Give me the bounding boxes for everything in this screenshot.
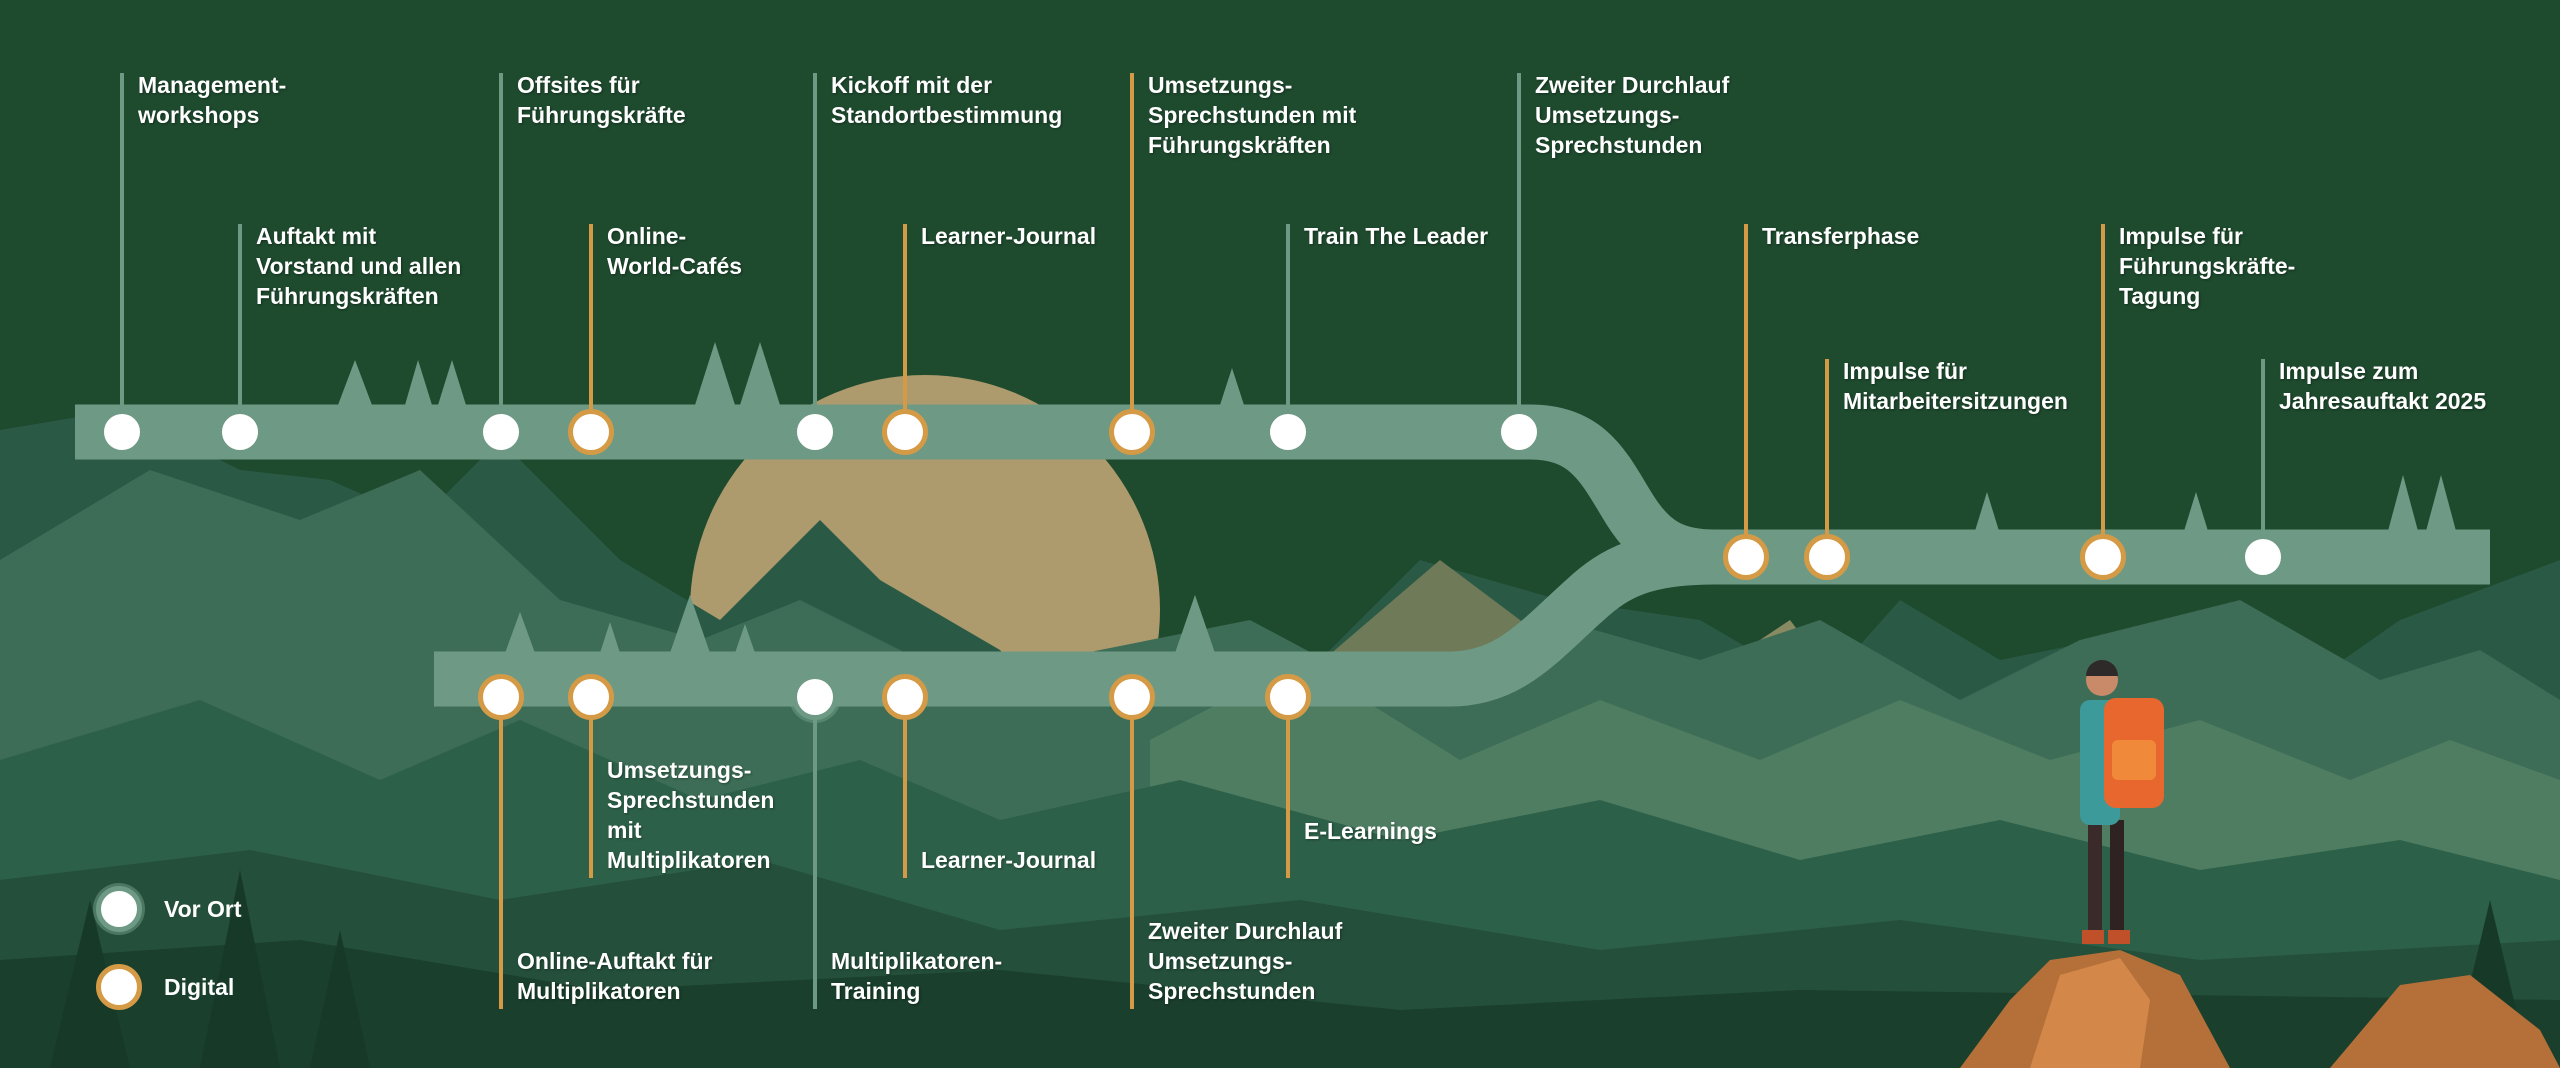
connector-line: [903, 224, 907, 418]
on-site-node[interactable]: [217, 409, 263, 455]
event-label: Zweiter Durchlauf Umsetzungs- Sprechstun…: [1535, 72, 1730, 158]
event-label: Train The Leader: [1304, 223, 1489, 249]
connector-line: [120, 73, 124, 418]
digital-node[interactable]: [1804, 534, 1850, 580]
event-label: Management- workshops: [138, 72, 287, 128]
connector-line: [589, 224, 593, 418]
legend-digital: Digital: [96, 964, 234, 1010]
connector-line: [903, 697, 907, 878]
connector-line: [2101, 224, 2105, 543]
event-label: Umsetzungs- Sprechstunden mit Führungskr…: [1148, 72, 1357, 158]
on-site-node[interactable]: [792, 674, 838, 720]
event-label: Auftakt mit Vorstand und allen Führungsk…: [256, 223, 462, 309]
event-label: Multiplikatoren- Training: [831, 948, 1003, 1004]
connector-line: [813, 73, 817, 418]
event-label: Umsetzungs- Sprechstunden mit Multiplika…: [607, 757, 775, 873]
event-label: Impulse für Mitarbeitersitzungen: [1843, 358, 2068, 414]
digital-node[interactable]: [1109, 409, 1155, 455]
event-label: Offsites für Führungskräfte: [517, 72, 686, 128]
legend-label-on-site: Vor Ort: [164, 895, 242, 922]
hiker-illustration: [1960, 660, 2560, 1068]
connector-line: [238, 224, 242, 418]
event-label: Impulse zum Jahresauftakt 2025: [2279, 358, 2487, 414]
digital-node[interactable]: [568, 674, 614, 720]
event-label: Transferphase: [1762, 223, 1920, 249]
legend-label-digital: Digital: [164, 973, 235, 1000]
connector-line: [589, 697, 593, 878]
digital-node[interactable]: [1265, 674, 1311, 720]
digital-node[interactable]: [2080, 534, 2126, 580]
digital-node[interactable]: [1723, 534, 1769, 580]
connector-line: [499, 697, 503, 1009]
connector-line: [813, 697, 817, 1009]
connector-line: [1130, 697, 1134, 1009]
digital-node[interactable]: [568, 409, 614, 455]
on-site-node[interactable]: [2240, 534, 2286, 580]
event-label: Online- World-Cafés: [607, 223, 743, 279]
legend-on-site: Vor Ort: [96, 886, 242, 932]
connector-line: [1517, 73, 1521, 418]
on-site-legend-icon: [96, 886, 142, 932]
digital-legend-icon: [96, 964, 142, 1010]
on-site-node[interactable]: [1496, 409, 1542, 455]
digital-node[interactable]: [1109, 674, 1155, 720]
connector-line: [1825, 359, 1829, 543]
connector-line: [1286, 224, 1290, 418]
on-site-node[interactable]: [99, 409, 145, 455]
connector-line: [499, 73, 503, 418]
track-bottom: [434, 529, 1716, 707]
event-label: Impulse für Führungskräfte- Tagung: [2119, 223, 2296, 309]
connector-line: [1744, 224, 1748, 543]
event-label: Learner-Journal: [921, 223, 1097, 249]
connector-line: [1286, 697, 1290, 878]
event-label: E-Learnings: [1304, 818, 1437, 844]
connector-line: [1130, 73, 1134, 418]
connector-line: [2261, 359, 2265, 543]
digital-node[interactable]: [882, 674, 928, 720]
event-label: Online-Auftakt für Multiplikatoren: [517, 948, 713, 1004]
event-label: Zweiter Durchlauf Umsetzungs- Sprechstun…: [1148, 918, 1343, 1004]
digital-node[interactable]: [882, 409, 928, 455]
small-trees: [338, 342, 2456, 653]
event-label: Kickoff mit der Standortbestimmung: [831, 72, 1063, 128]
event-label: Learner-Journal: [921, 847, 1097, 873]
on-site-node[interactable]: [792, 409, 838, 455]
on-site-node[interactable]: [1265, 409, 1311, 455]
digital-node[interactable]: [478, 674, 524, 720]
on-site-node[interactable]: [478, 409, 524, 455]
